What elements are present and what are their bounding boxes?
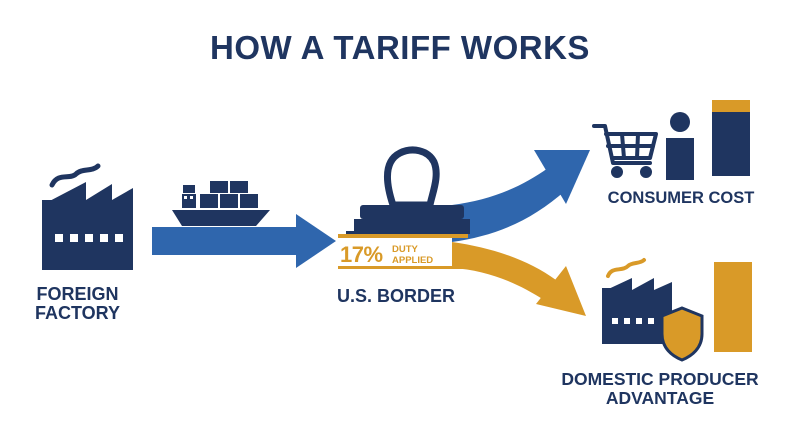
foreign-factory-label: FOREIGN FACTORY [20,284,135,324]
foreign-factory-line2: FACTORY [34,303,120,324]
duty-line2: APPLIED [392,254,434,266]
duty-line1: DUTY [392,244,418,255]
factory-icon [42,163,133,270]
foreign-factory-line1: FOREIGN [36,284,119,304]
domestic-line1: DOMESTIC PRODUCER [561,369,759,389]
page-title: HOW A TARIFF WORKS [210,29,590,66]
domestic-producer-bar [714,262,752,352]
producer-arrow [452,242,586,316]
import-arrow [152,214,336,268]
stamp-icon [338,146,470,269]
domestic-line2: ADVANTAGE [605,387,715,408]
consumer-cost-bar [712,100,750,176]
consumer-arrow [452,150,590,242]
border-label: U.S. BORDER [336,286,455,306]
domestic-factory-icon [602,258,672,344]
duty-rate: 17% [340,242,383,267]
cargo-ship-icon [172,181,270,226]
domestic-producer-label: DOMESTIC PRODUCER ADVANTAGE [545,370,775,408]
duty-applied-text: DUTY APPLIED [392,244,434,267]
shopping-cart-icon [592,124,658,178]
consumer-cost-label: CONSUMER COST [607,189,755,207]
shield-icon [660,306,704,362]
person-icon [666,112,694,180]
